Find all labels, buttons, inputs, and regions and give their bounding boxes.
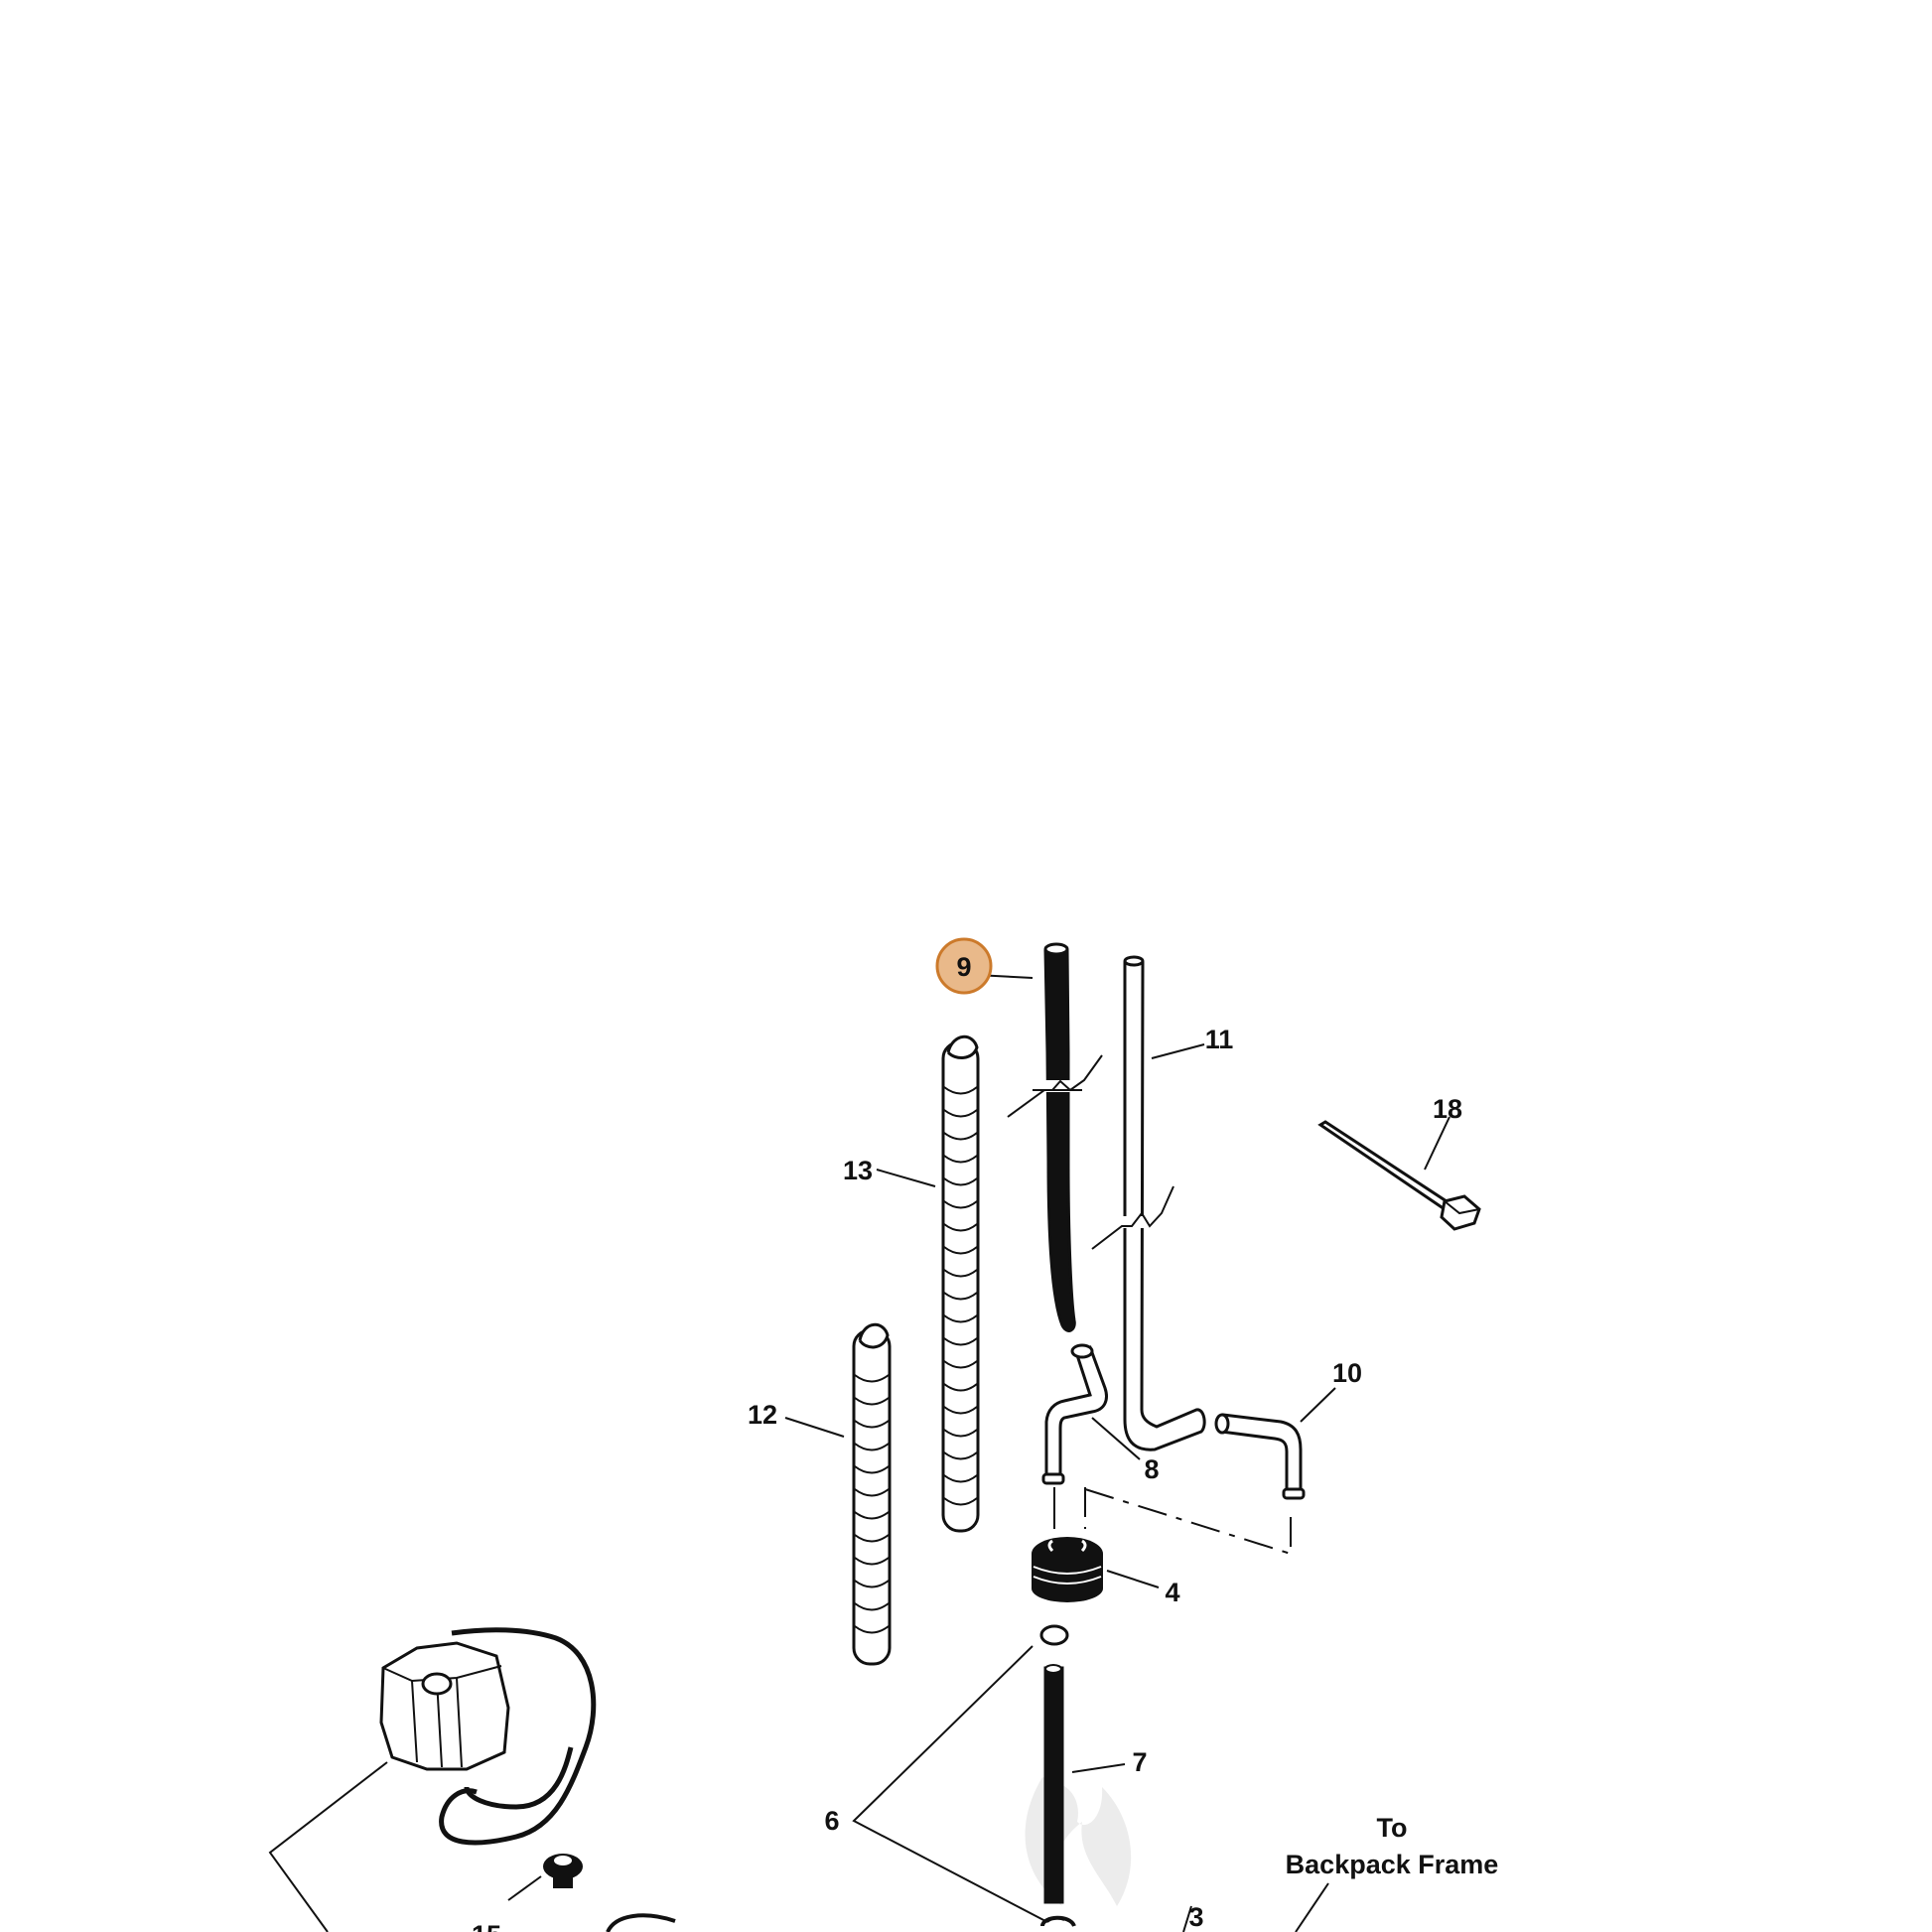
spiral-wrap-part-12[interactable] — [852, 1322, 892, 1666]
fitting-part-3[interactable] — [1040, 1915, 1076, 1928]
grommet-part-4[interactable] — [1032, 1537, 1103, 1602]
connection-lines — [1053, 1487, 1292, 1556]
cable-tie-part-18[interactable] — [1317, 1120, 1481, 1231]
leader-lines — [268, 974, 1450, 1932]
callout-9-highlight[interactable]: 9 — [935, 937, 993, 995]
callout-10[interactable]: 10 — [1332, 1358, 1362, 1388]
callout-7[interactable]: 7 — [1132, 1747, 1147, 1777]
hose-part-9[interactable] — [1007, 942, 1103, 1332]
callout-13[interactable]: 13 — [843, 1156, 873, 1185]
watermark — [1025, 1777, 1132, 1906]
pipe-part-11[interactable] — [1091, 955, 1206, 1451]
elbow-tube-part-8[interactable] — [1041, 1343, 1108, 1485]
filler-cap[interactable] — [379, 1627, 597, 1846]
spiral-wrap-part-13[interactable] — [941, 1035, 980, 1533]
callout-9: 9 — [956, 952, 971, 982]
push-pin-part-15[interactable] — [543, 1854, 583, 1888]
callout-12[interactable]: 12 — [748, 1400, 777, 1430]
annotation-line-1: To — [1377, 1813, 1408, 1843]
callout-6[interactable]: 6 — [824, 1806, 839, 1836]
callout-11[interactable]: 11 — [1205, 1025, 1234, 1054]
annotation-line-2: Backpack Frame — [1286, 1850, 1499, 1879]
hose-part-7[interactable] — [1043, 1664, 1064, 1904]
callout-15[interactable]: 15 — [472, 1920, 501, 1932]
callout-3[interactable]: 3 — [1188, 1902, 1203, 1932]
callout-8[interactable]: 8 — [1144, 1454, 1159, 1484]
elbow-tube-part-10[interactable] — [1214, 1413, 1306, 1500]
callout-18[interactable]: 18 — [1433, 1094, 1462, 1124]
partial-ring — [606, 1913, 676, 1932]
callout-4[interactable]: 4 — [1165, 1578, 1179, 1607]
